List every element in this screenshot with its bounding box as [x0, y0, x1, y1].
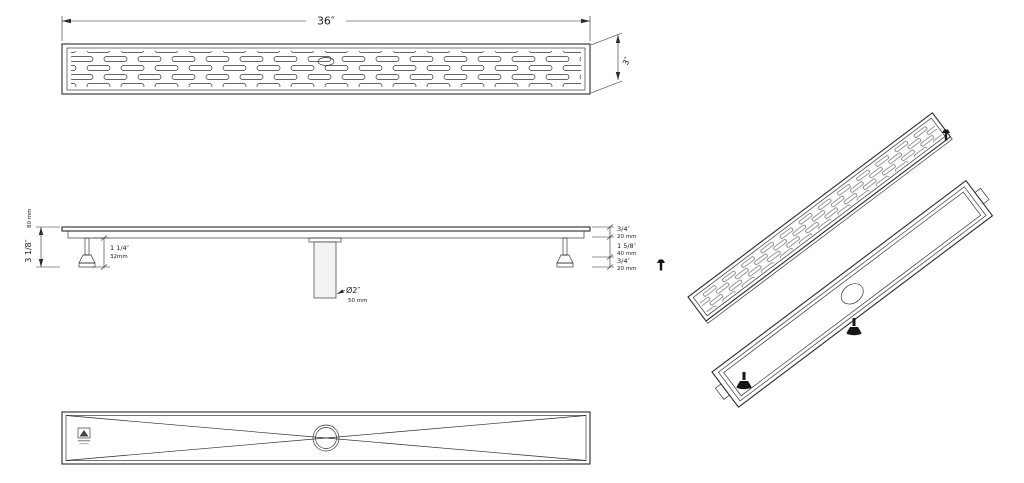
iso-drain-hole — [840, 283, 864, 305]
dim-top-depth-label: 3″ — [621, 56, 632, 67]
dim-overall-height-mm-label: 80 mm — [27, 209, 33, 228]
center-slot — [317, 57, 335, 66]
screw-top-right — [942, 129, 950, 141]
dim-foot-mm-label: 20 mm — [617, 266, 636, 272]
leveling-foot-iso-left — [736, 372, 752, 390]
iso-grate — [687, 112, 953, 324]
side-view — [61, 226, 591, 299]
dim-foot-height-in-label: 1 1/4″ — [110, 244, 130, 252]
dim-overall-height: 3 1/8″ 80 mm — [24, 209, 60, 268]
bottom-view — [61, 411, 591, 465]
channel-rim — [61, 226, 591, 232]
iso-channel — [711, 179, 994, 408]
grate-inner-outline — [66, 47, 586, 91]
dim-foot-height-mm-label: 32mm — [110, 254, 128, 260]
screw-left — [657, 259, 665, 271]
dim-top-width: 36″ — [61, 15, 591, 41]
dim-top-width-label: 36″ — [317, 15, 335, 28]
dim-right-stack: 3/4″ 20 mm 1 5/8″ 40 mm 3/4″ 20 mm — [592, 224, 637, 272]
grate-outline — [61, 43, 591, 95]
grate-slots — [71, 51, 581, 87]
base-outline — [61, 411, 591, 465]
dim-top-depth: 3″ — [590, 32, 632, 94]
leveling-foot-left — [78, 237, 96, 268]
dim-outlet-diameter-mm-label: 50 mm — [348, 298, 367, 304]
dim-foot-in-label: 3/4″ — [617, 257, 630, 265]
dim-outlet-diameter-in-label: Ø2″ — [346, 285, 360, 295]
dim-foot-height: 1 1/4″ 32mm — [92, 235, 130, 270]
drain-outlet-pipe — [308, 237, 342, 299]
dim-rim-mm-label: 20 mm — [617, 234, 636, 240]
drain-hole-inner — [315, 427, 337, 449]
dim-rim-in-label: 3/4″ — [617, 225, 630, 233]
isometric-view — [657, 112, 994, 408]
leveling-foot-right — [556, 237, 574, 268]
dim-channel-mm-label: 40 mm — [617, 251, 636, 257]
dim-overall-height-in-label: 3 1/8″ — [24, 239, 33, 263]
channel-body-side — [67, 230, 585, 239]
leveling-foot-iso-right — [846, 318, 862, 336]
dim-outlet-diameter: Ø2″ 50 mm — [336, 285, 367, 304]
top-view — [61, 43, 591, 95]
base-inner-outline — [65, 415, 587, 461]
drain-hole — [312, 424, 340, 452]
dim-channel-in-label: 1 5/8″ — [617, 242, 637, 250]
brand-logo — [77, 427, 91, 445]
